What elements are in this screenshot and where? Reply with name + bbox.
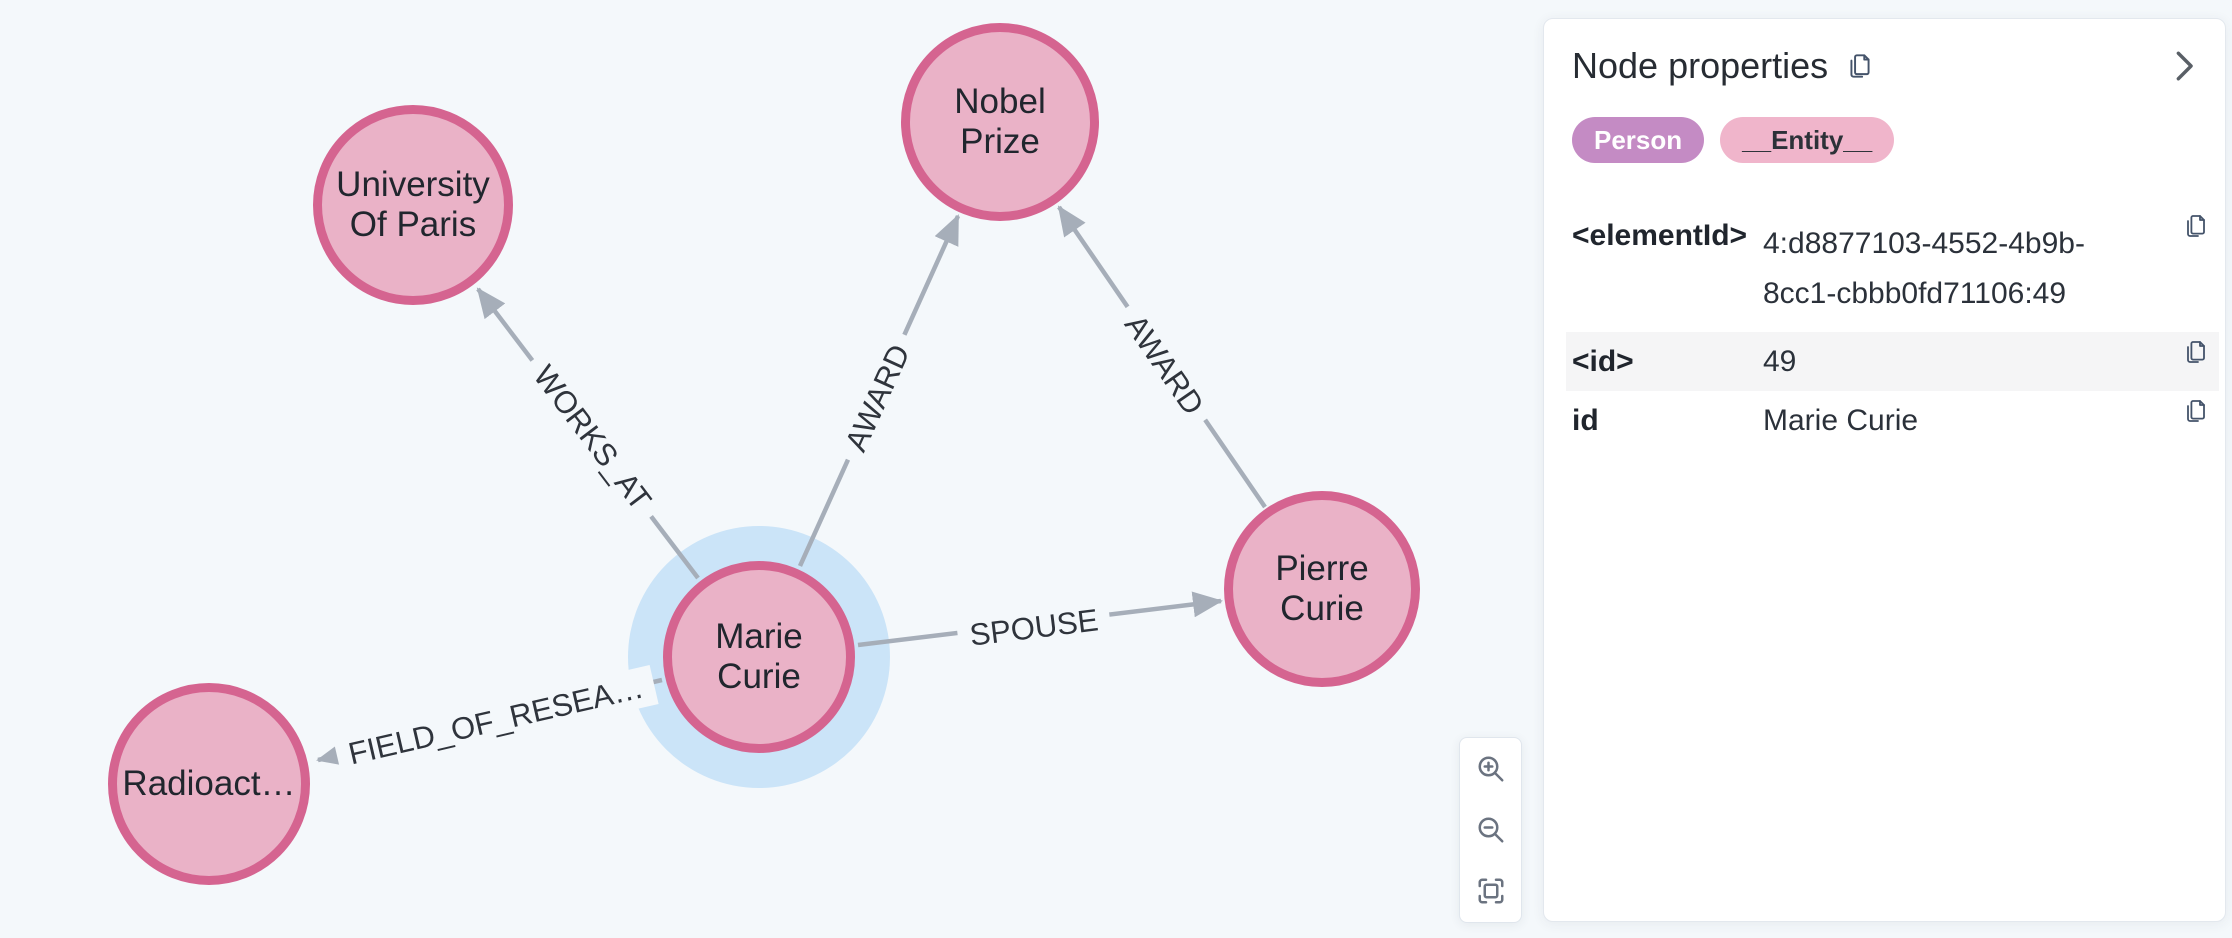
property-key: id (1572, 403, 1599, 437)
zoom-out-icon (1478, 817, 1503, 843)
property-key: <id> (1572, 344, 1634, 378)
property-value: Marie Curie (1763, 403, 1919, 437)
node-properties-panel: Node properties Person __Entity__ <eleme… (1543, 18, 2226, 922)
property-row-id-internal: <id> 49 (1566, 332, 2219, 391)
node-label: University Of Paris (336, 165, 490, 244)
zoom-in-button[interactable] (1460, 738, 1521, 799)
property-key: <elementId> (1572, 219, 1748, 252)
node-label: Radioact… (122, 764, 296, 804)
copy-id-button[interactable] (2183, 397, 2209, 425)
copy-icon (2187, 400, 2205, 422)
node-label: Pierre Curie (1275, 549, 1369, 628)
node-pierre-curie[interactable]: Pierre Curie (1224, 491, 1420, 687)
node-marie-curie[interactable]: Marie Curie (663, 561, 855, 753)
panel-title-text: Node properties (1572, 45, 1829, 86)
copy-icon (2187, 215, 2205, 237)
badge-person: Person (1572, 117, 1705, 163)
collapse-panel-button[interactable] (2167, 49, 2201, 83)
node-nobel-prize[interactable]: Nobel Prize (901, 23, 1099, 221)
node-label: Nobel Prize (954, 82, 1046, 161)
node-university-of-paris[interactable]: University Of Paris (313, 105, 513, 305)
copy-icon (2187, 341, 2205, 363)
copy-id-internal-button[interactable] (2183, 338, 2209, 366)
zoom-in-icon (1478, 756, 1503, 782)
panel-title: Node properties (1572, 45, 1874, 87)
property-row-id: id Marie Curie (1566, 391, 2219, 450)
property-value: 4:d8877103-4552-4b9b-8cc1-cbbb0fd71106:4… (1763, 227, 2085, 310)
copy-icon (1850, 54, 1870, 78)
zoom-out-button[interactable] (1460, 799, 1521, 860)
copy-all-properties-button[interactable] (1846, 51, 1874, 81)
copy-elementid-button[interactable] (2183, 212, 2209, 240)
node-label-badges: Person __Entity__ (1572, 117, 1895, 163)
property-row-elementid: <elementId> 4:d8877103-4552-4b9b-8cc1-cb… (1566, 205, 2219, 332)
node-label: Marie Curie (715, 617, 803, 696)
fit-to-screen-icon (1478, 878, 1503, 904)
fit-to-screen-button[interactable] (1460, 861, 1521, 922)
node-radioactivity[interactable]: Radioact… (108, 683, 310, 885)
badge-entity: __Entity__ (1720, 117, 1895, 163)
chevron-right-icon (2176, 51, 2193, 81)
property-value: 49 (1763, 344, 1797, 378)
zoom-controls (1459, 737, 1522, 923)
properties-table: <elementId> 4:d8877103-4552-4b9b-8cc1-cb… (1566, 205, 2219, 450)
